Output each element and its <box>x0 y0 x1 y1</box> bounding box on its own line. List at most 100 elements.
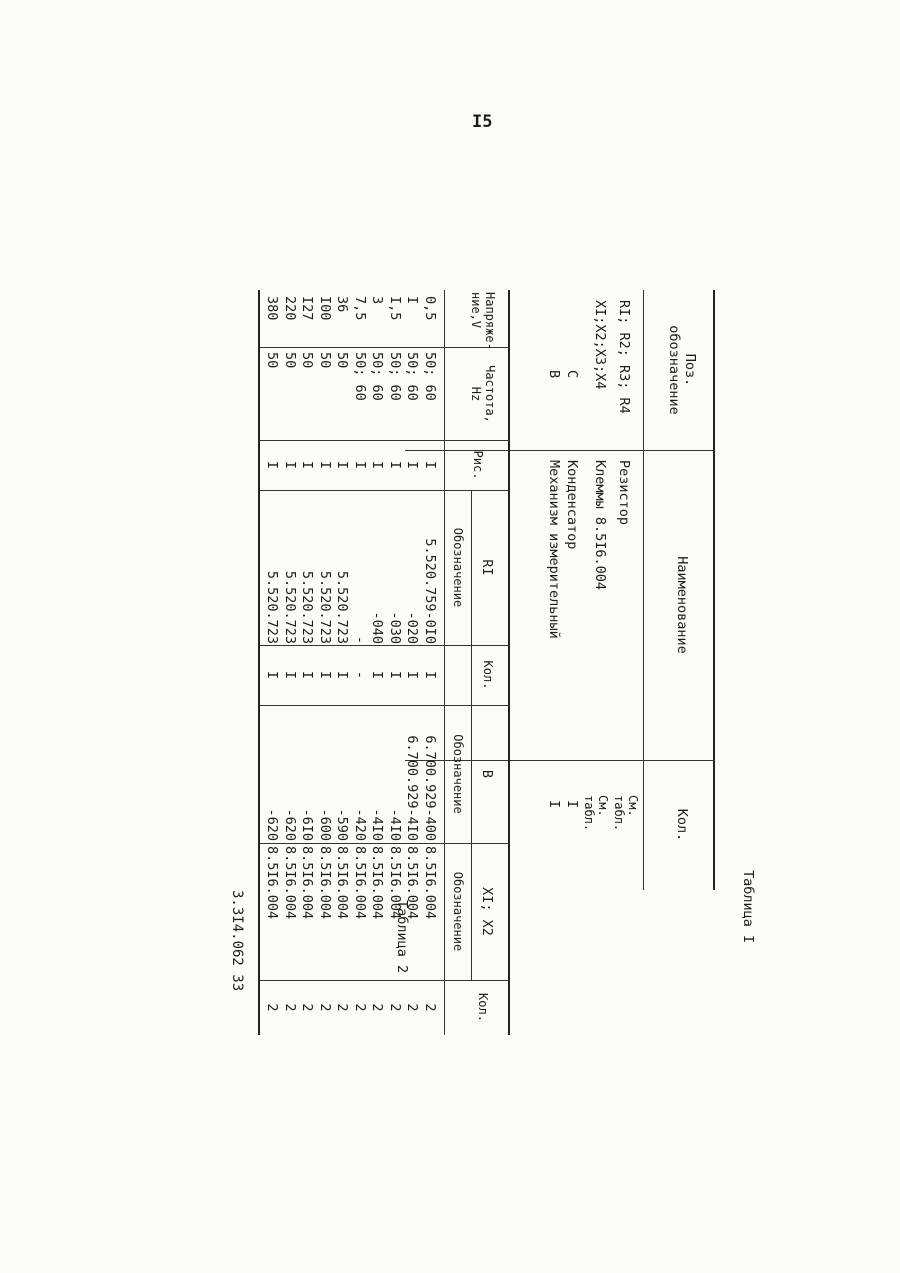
cell-qty: 2 <box>352 1003 368 1012</box>
cell-qty: 2 <box>299 1003 316 1012</box>
cell-r1-qty: I <box>369 670 386 680</box>
cell-r1-designation: 5.520.723 <box>282 570 298 644</box>
cell-x-designation: 8.5I6.004 <box>404 846 421 920</box>
cell-x-designation: 8.5I6.004 <box>352 846 368 920</box>
cell-figure: I <box>317 460 333 470</box>
cell-r1-qty: I <box>299 670 316 680</box>
cell-r1-qty: I <box>404 670 421 680</box>
cell-x-designation: 8.5I6.004 <box>422 846 438 920</box>
cell-x-designation: 8.5I6.004 <box>387 846 403 920</box>
cell-frequency: 50; 60 <box>387 352 403 401</box>
cell-qty: 2 <box>317 1003 333 1012</box>
rotated-content: Таблица I Поз. обозначение Наименование … <box>229 290 790 1035</box>
table1-row-name: Клеммы 8.5I6.004 <box>592 460 608 591</box>
cell-b-designation: -4I0 <box>387 808 403 841</box>
table1-row-pos: B <box>546 370 562 379</box>
cell-frequency: 50; 60 <box>369 352 386 401</box>
cell-figure: I <box>264 460 281 470</box>
cell-figure: I <box>299 460 316 470</box>
table2-header-b-designation: Обозначение <box>451 734 465 814</box>
cell-frequency: 50 <box>334 352 351 369</box>
cell-b-designation: -6I0 <box>299 808 316 841</box>
cell-x-designation: 8.5I6.004 <box>369 846 386 920</box>
cell-figure: I <box>422 460 438 470</box>
table2-header-x-designation: Обозначение <box>451 871 465 952</box>
table1-header-pos: Поз. обозначение <box>666 325 698 415</box>
cell-b-designation: -420 <box>352 808 368 841</box>
cell-r1-designation: 5.520.759-0I0 <box>422 538 438 644</box>
cell-r1-designation: 5.520.723 <box>299 570 316 644</box>
table1-caption: Таблица I <box>740 870 756 944</box>
cell-b-designation: -590 <box>334 808 351 841</box>
cell-x-designation: 8.5I6.004 <box>299 846 316 920</box>
cell-b-designation: -620 <box>264 808 281 841</box>
cell-voltage: 220 <box>282 296 298 321</box>
table2-header-voltage: Напряже- ние,V <box>469 292 497 350</box>
cell-b-designation: -4I0 <box>369 808 386 841</box>
table1-row-name: Механизм измерительный <box>546 460 562 639</box>
cell-r1-designation: - <box>352 635 368 644</box>
cell-qty: 2 <box>422 1003 438 1012</box>
table2-header-freq: Частота, Hz <box>469 365 497 423</box>
table1-row-qty: I <box>564 800 580 809</box>
cell-r1-designation: -030 <box>387 611 403 644</box>
table1-header-qty: Кол. <box>674 808 690 842</box>
cell-figure: I <box>369 460 386 470</box>
cell-r1-designation: -040 <box>369 611 386 644</box>
cell-voltage: I <box>404 296 421 305</box>
cell-b-designation: 6.700.929-400 <box>422 735 438 841</box>
cell-r1-designation: 5.520.723 <box>317 570 333 644</box>
cell-r1-designation: 5.520.723 <box>264 570 281 644</box>
cell-figure: I <box>404 460 421 470</box>
table1-row-pos: C <box>564 370 580 379</box>
table2-header-qty: Кол. <box>476 993 490 1022</box>
cell-qty: 2 <box>282 1003 298 1012</box>
cell-figure: I <box>352 460 368 470</box>
cell-voltage: 7,5 <box>352 296 368 321</box>
cell-voltage: 0,5 <box>422 296 438 321</box>
page-number: I5 <box>472 112 493 132</box>
cell-x-designation: 8.5I6.004 <box>317 846 333 920</box>
cell-voltage: I27 <box>299 296 316 321</box>
cell-r1-qty: - <box>352 670 368 680</box>
cell-frequency: 50; 60 <box>352 352 368 401</box>
table1-header-name: Наименование <box>674 556 690 654</box>
cell-qty: 2 <box>387 1003 403 1012</box>
cell-qty: 2 <box>334 1003 351 1012</box>
cell-voltage: 380 <box>264 296 281 321</box>
table2-header-r1-qty: Кол. <box>481 660 495 690</box>
cell-frequency: 50; 60 <box>404 352 421 401</box>
table2-header-r1: RI <box>479 559 495 576</box>
cell-voltage: I,5 <box>387 296 403 321</box>
table1-row-qty: I <box>546 800 562 809</box>
cell-b-designation: -620 <box>282 808 298 841</box>
table1-row-qty: См. табл. <box>612 795 640 832</box>
table2-header-fig: Рис. <box>471 450 485 480</box>
cell-r1-qty: I <box>387 670 403 680</box>
cell-r1-designation: 5.520.723 <box>334 570 351 644</box>
cell-x-designation: 8.5I6.004 <box>334 846 351 920</box>
document-code: 3.3I4.062 33 <box>229 890 245 992</box>
cell-voltage: I00 <box>317 296 333 321</box>
cell-qty: 2 <box>369 1003 386 1012</box>
cell-figure: I <box>387 460 403 470</box>
cell-voltage: 3 <box>369 296 386 305</box>
table1-row-pos: XI;X2;X3;X4 <box>592 300 608 390</box>
cell-r1-qty: I <box>282 670 298 680</box>
table2-header-x: XI; X2 <box>479 887 495 936</box>
cell-r1-qty: I <box>317 670 333 680</box>
table1-row-name: Конденсатор <box>564 460 580 550</box>
cell-frequency: 50 <box>264 352 281 369</box>
cell-frequency: 50 <box>299 352 316 369</box>
cell-figure: I <box>334 460 351 470</box>
cell-x-designation: 8.5I6.004 <box>264 846 281 920</box>
cell-voltage: 36 <box>334 296 351 313</box>
cell-b-designation: 6.700.929-4I0 <box>404 735 421 841</box>
cell-qty: 2 <box>264 1003 281 1012</box>
cell-qty: 2 <box>404 1003 421 1012</box>
cell-r1-qty: I <box>422 670 438 680</box>
cell-b-designation: -600 <box>317 808 333 841</box>
cell-figure: I <box>282 460 298 470</box>
cell-r1-qty: I <box>334 670 351 680</box>
cell-r1-qty: I <box>264 670 281 680</box>
